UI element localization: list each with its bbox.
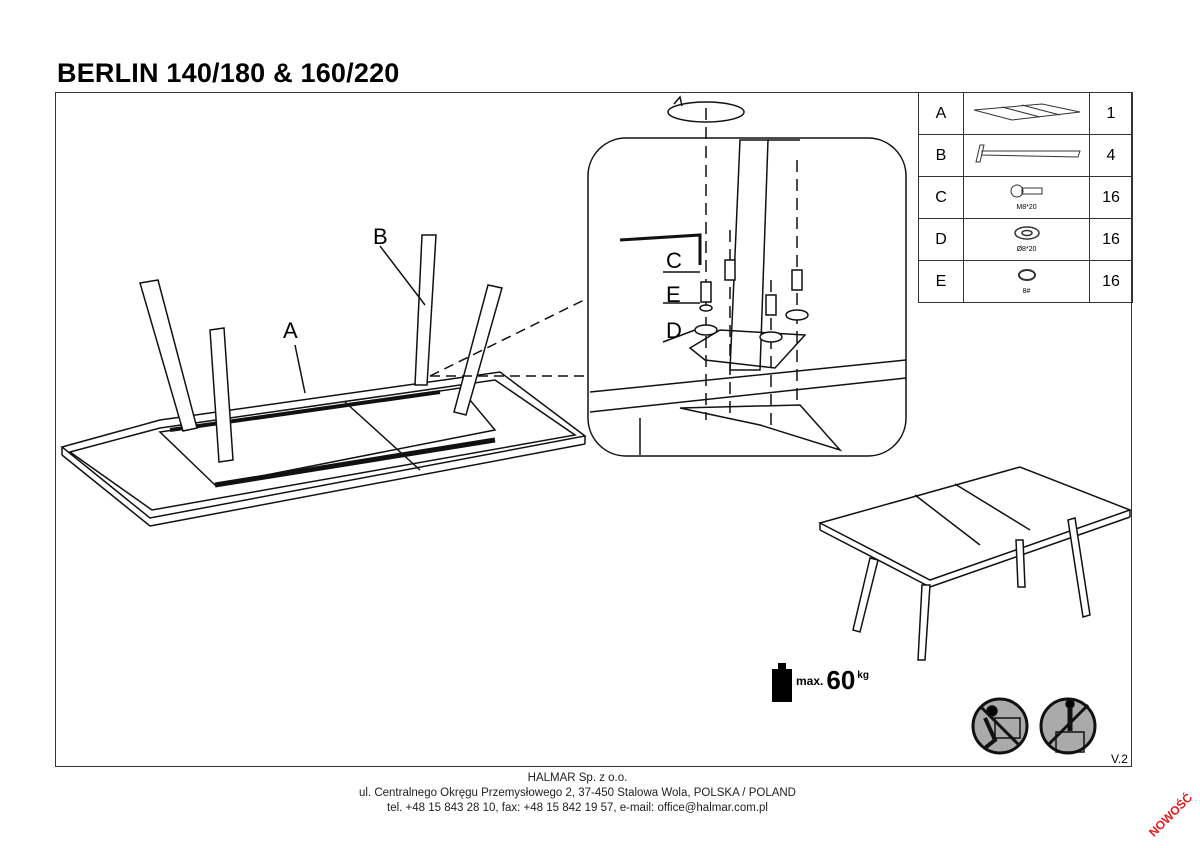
parts-list: A 1 B 4 C M8*20 16 D Ø8*20 16 E 8# 16: [918, 92, 1133, 303]
spring-washer-icon: 8#: [963, 260, 1090, 303]
no-climbing-icon: [971, 697, 1029, 755]
label-c: C: [666, 248, 682, 273]
diagram-frame: [55, 92, 1132, 767]
part-letter: A: [918, 92, 964, 135]
tabletop-icon: [963, 92, 1090, 135]
leg-icon: [963, 134, 1090, 177]
version-label: V.2: [1111, 752, 1128, 766]
part-quantity: 4: [1089, 134, 1133, 177]
tabletop-drawing: [60, 371, 587, 527]
label-d: D: [666, 318, 682, 343]
leg-drawings: [139, 234, 503, 463]
bolt-icon: M8*20: [963, 176, 1090, 219]
label-a: A: [283, 318, 298, 343]
part-quantity: 16: [1089, 260, 1133, 303]
footer: HALMAR Sp. z o.o. ul. Centralnego Okręgu…: [0, 771, 1155, 816]
part-row: A 1: [918, 92, 1133, 135]
label-b: B: [373, 224, 388, 249]
part-letter: D: [918, 218, 964, 261]
part-row: C M8*20 16: [918, 176, 1133, 219]
part-quantity: 16: [1089, 176, 1133, 219]
part-quantity: 1: [1089, 92, 1133, 135]
max-load: max. 60 kg: [772, 667, 869, 693]
weight-icon: [772, 663, 792, 702]
part-row: D Ø8*20 16: [918, 218, 1133, 261]
part-letter: C: [918, 176, 964, 219]
footer-address: ul. Centralnego Okręgu Przemysłowego 2, …: [358, 787, 796, 799]
max-load-prefix: max.: [796, 674, 824, 688]
part-letter: E: [918, 260, 964, 303]
page-title: BERLIN 140/180 & 160/220: [57, 58, 400, 88]
max-load-value: 60: [826, 665, 856, 695]
part-row: B 4: [918, 134, 1133, 177]
washer-icon: Ø8*20: [963, 218, 1090, 261]
footer-company: HALMAR Sp. z o.o.: [527, 772, 628, 784]
detail-view: [587, 95, 907, 457]
footer-contact: tel. +48 15 843 28 10, fax: +48 15 842 1…: [387, 802, 768, 814]
assembled-table-drawing: [817, 466, 1133, 661]
max-load-unit: kg: [857, 670, 869, 681]
part-row: E 8# 16: [918, 260, 1133, 303]
no-standing-icon: [1039, 697, 1097, 755]
part-letter: B: [918, 134, 964, 177]
part-quantity: 16: [1089, 218, 1133, 261]
label-e: E: [666, 282, 681, 307]
